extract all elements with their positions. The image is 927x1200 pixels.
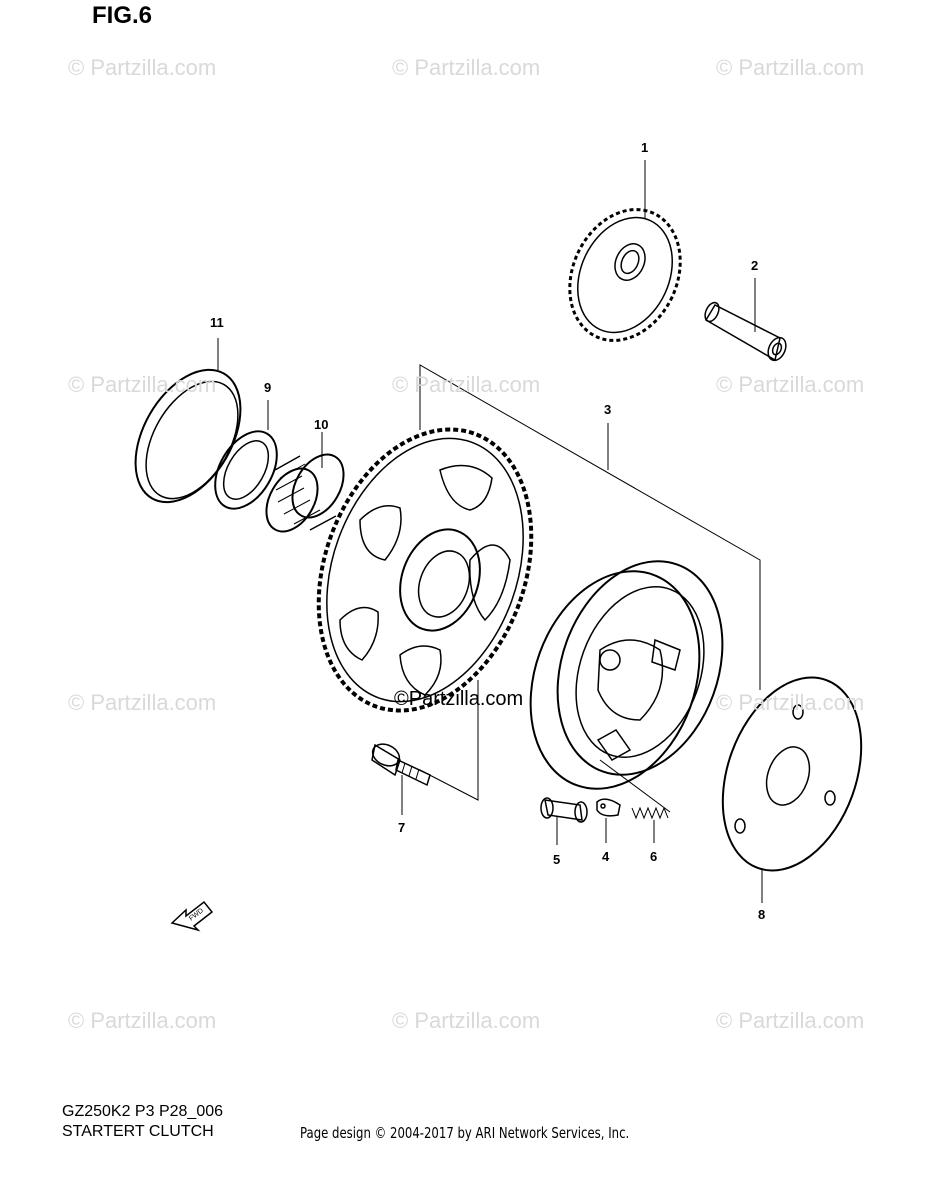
copyright-text: Page design © 2004-2017 by ARI Network S… <box>300 1124 630 1142</box>
part-2-shaft[interactable] <box>702 300 789 363</box>
callout-5[interactable]: 5 <box>553 852 561 867</box>
diagram-name: STARTERT CLUTCH <box>62 1123 214 1140</box>
callout-1[interactable]: 1 <box>641 140 649 155</box>
part-7-bracket <box>419 680 479 801</box>
callout-4[interactable]: 4 <box>602 849 610 864</box>
part-11-seal-ring[interactable] <box>114 352 262 521</box>
fwd-arrow-icon <box>170 900 214 932</box>
figure-title: FIG.6 <box>92 2 153 29</box>
part-3-bracket <box>419 364 761 690</box>
watermark: © Partzilla.com <box>716 1008 865 1033</box>
watermark: © Partzilla.com <box>392 372 541 397</box>
watermark: © Partzilla.com <box>68 690 217 715</box>
watermark: © Partzilla.com <box>716 690 865 715</box>
part-1-gear[interactable] <box>549 191 701 358</box>
part-9-washer[interactable] <box>202 421 289 520</box>
watermark: © Partzilla.com <box>68 1008 217 1033</box>
diagram-code: GZ250K2 P3 P28_006 <box>62 1103 224 1120</box>
callout-2[interactable]: 2 <box>751 258 759 273</box>
part-7-bolt[interactable] <box>369 740 431 787</box>
part-6-spring[interactable] <box>599 759 671 820</box>
callout-9[interactable]: 9 <box>264 380 272 395</box>
callout-3[interactable]: 3 <box>604 402 612 417</box>
watermark: © Partzilla.com <box>716 372 865 397</box>
part-4-cap[interactable] <box>596 798 621 817</box>
callout-7[interactable]: 7 <box>398 820 406 835</box>
callout-8[interactable]: 8 <box>758 907 766 922</box>
callout-11[interactable]: 11 <box>210 315 224 330</box>
leader-lines <box>217 160 763 903</box>
watermark: © Partzilla.com <box>392 1008 541 1033</box>
part-3-starter-gear[interactable] <box>281 400 568 741</box>
part-8-thrust-plate[interactable] <box>698 658 887 890</box>
callout-6[interactable]: 6 <box>650 849 658 864</box>
watermark: © Partzilla.com <box>68 372 217 397</box>
part-3-clutch-housing[interactable] <box>502 538 751 813</box>
callout-10[interactable]: 10 <box>314 417 329 432</box>
part-5-roller[interactable] <box>540 797 588 823</box>
watermark: © Partzilla.com <box>392 55 541 80</box>
watermark: © Partzilla.com <box>716 55 865 80</box>
center-watermark: ©Partzilla.com <box>394 688 524 710</box>
watermark: © Partzilla.com <box>68 55 217 80</box>
part-10-needle-bearing[interactable] <box>256 446 354 541</box>
